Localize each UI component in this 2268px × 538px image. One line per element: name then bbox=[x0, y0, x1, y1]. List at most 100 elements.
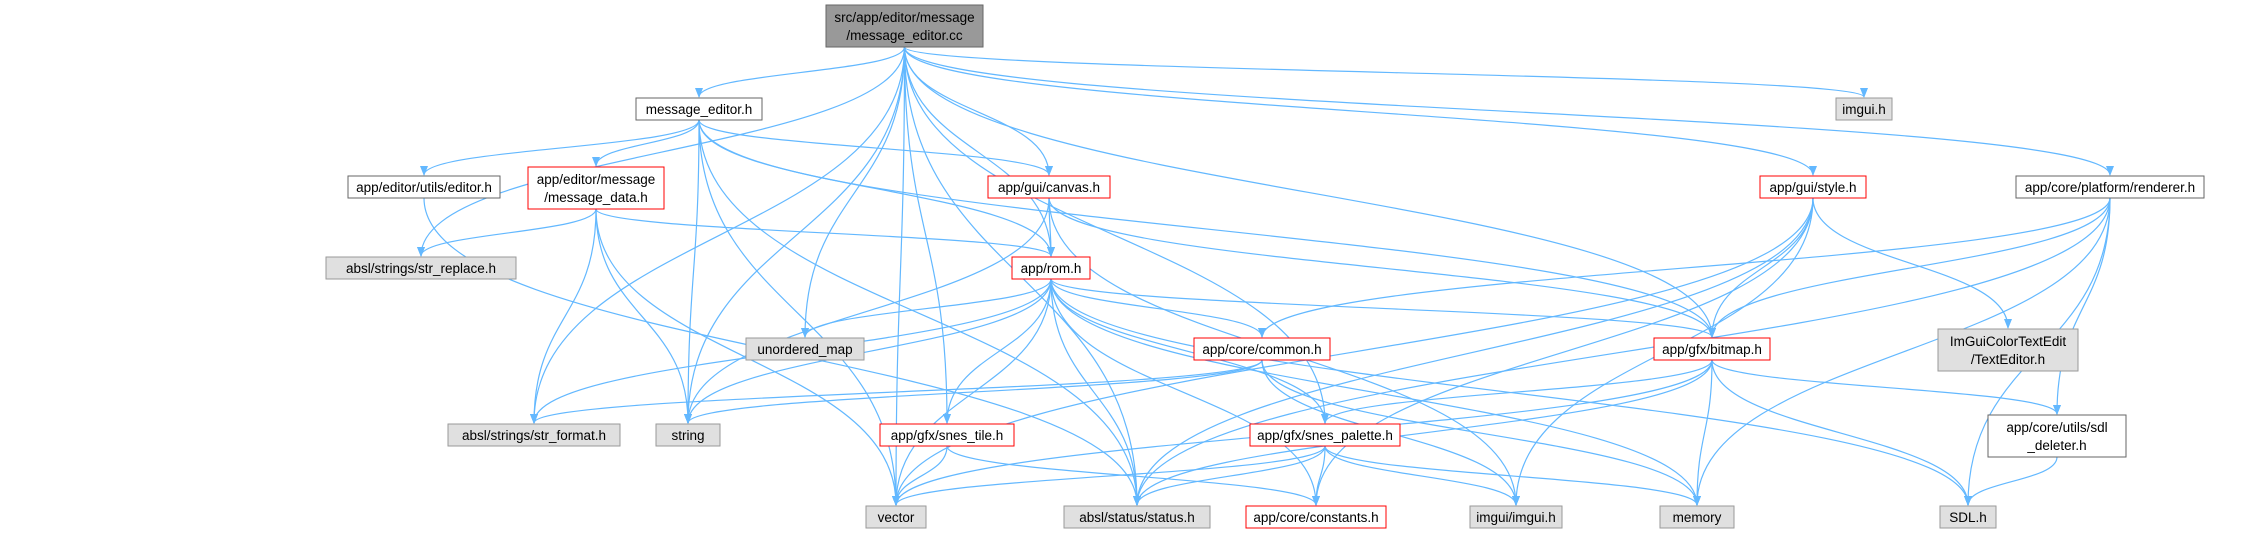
edge-message_editor_cc-to-imgui_h bbox=[903, 46, 1868, 98]
edge-message_editor_h-to-canvas_h bbox=[698, 119, 1053, 176]
node-message-editor-h[interactable]: message_editor.h bbox=[635, 97, 763, 121]
node-box bbox=[655, 423, 721, 447]
node-box bbox=[447, 423, 621, 447]
node-box bbox=[865, 505, 927, 529]
edge-rom_h-to-string bbox=[684, 278, 1052, 424]
edge-canvas_h-to-string bbox=[684, 197, 1050, 424]
edge-rom_h-to-memory bbox=[1050, 278, 1701, 506]
node-sdl-h: SDL.h bbox=[1939, 505, 1997, 529]
edge-snes_palette_h-to-status_h bbox=[1133, 445, 1326, 506]
node-box bbox=[527, 166, 665, 210]
node-label: app/core/constants.h bbox=[1253, 510, 1378, 525]
node-label: app/gfx/snes_tile.h bbox=[891, 428, 1004, 443]
node-box bbox=[2015, 175, 2205, 199]
node-label: vector bbox=[878, 510, 915, 525]
edge-common_h-to-str_format_h bbox=[530, 359, 1263, 424]
edge-message_editor_h-to-string bbox=[684, 119, 700, 424]
node-box bbox=[1063, 505, 1211, 529]
edge-message_editor_cc-to-message_editor_h bbox=[695, 46, 906, 98]
node-box bbox=[1653, 337, 1771, 361]
node-label: app/gui/canvas.h bbox=[998, 180, 1100, 195]
edge-message_editor_cc-to-bitmap_h bbox=[903, 46, 1716, 338]
node-style-h[interactable]: app/gui/style.h bbox=[1759, 175, 1867, 199]
edge-message_data_h-to-str_format_h bbox=[530, 208, 597, 424]
node-box bbox=[1987, 414, 2127, 458]
node-box bbox=[1245, 505, 1387, 529]
edge-renderer_h-to-bitmap_h bbox=[1708, 197, 2111, 338]
node-bitmap-h[interactable]: app/gfx/bitmap.h bbox=[1653, 337, 1771, 361]
edge-snes_palette_h-to-memory bbox=[1324, 445, 1701, 506]
node-label: string bbox=[671, 428, 704, 443]
node-box bbox=[325, 256, 517, 280]
node-str-replace-h: absl/strings/str_replace.h bbox=[325, 256, 517, 280]
node-common-h[interactable]: app/core/common.h bbox=[1193, 337, 1331, 361]
node-label: message_editor.h bbox=[646, 102, 753, 117]
node-label: src/app/editor/message bbox=[834, 10, 974, 25]
node-label: /message_editor.cc bbox=[846, 28, 963, 43]
edge-snes_palette_h-to-constants_h bbox=[1312, 445, 1326, 506]
edge-rom_h-to-unordered_map bbox=[801, 278, 1052, 338]
node-rom-h[interactable]: app/rom.h bbox=[1011, 256, 1091, 280]
edge-rom_h-to-snes_tile_h bbox=[943, 278, 1052, 424]
node-box bbox=[1937, 328, 2079, 372]
node-box bbox=[987, 175, 1111, 199]
edge-message_editor_h-to-message_data_h bbox=[592, 119, 700, 167]
node-label: memory bbox=[1673, 510, 1722, 525]
node-snes-tile-h[interactable]: app/gfx/snes_tile.h bbox=[879, 423, 1015, 447]
node-box bbox=[1469, 505, 1563, 529]
node-label: app/core/utils/sdl bbox=[2006, 420, 2107, 435]
edge-common_h-to-string bbox=[684, 359, 1263, 424]
node-editor-h[interactable]: app/editor/utils/editor.h bbox=[347, 175, 501, 199]
node-str-format-h: absl/strings/str_format.h bbox=[447, 423, 621, 447]
node-box bbox=[635, 97, 763, 121]
edge-message_editor_cc-to-str_format_h bbox=[530, 46, 906, 424]
edge-message_editor_cc-to-vector bbox=[892, 46, 906, 506]
node-label: /TextEditor.h bbox=[1971, 352, 2045, 367]
edge-rom_h-to-bitmap_h bbox=[1050, 278, 1716, 338]
edge-style_h-to-status_h bbox=[1133, 197, 1814, 506]
node-label: app/core/common.h bbox=[1202, 342, 1321, 357]
node-memory: memory bbox=[1659, 505, 1735, 529]
node-box bbox=[1193, 337, 1331, 361]
node-canvas-h[interactable]: app/gui/canvas.h bbox=[987, 175, 1111, 199]
node-box bbox=[1659, 505, 1735, 529]
node-label: SDL.h bbox=[1949, 510, 1987, 525]
edge-message_editor_cc-to-renderer_h bbox=[903, 46, 2114, 176]
node-label: app/editor/utils/editor.h bbox=[356, 180, 492, 195]
node-box bbox=[745, 337, 865, 361]
edge-renderer_h-to-status_h bbox=[1133, 197, 2111, 506]
node-message-data-h[interactable]: app/editor/message/message_data.h bbox=[527, 166, 665, 210]
node-box bbox=[347, 175, 501, 199]
node-snes-palette-h[interactable]: app/gfx/snes_palette.h bbox=[1249, 423, 1401, 447]
edge-style_h-to-texteditor_h bbox=[1812, 197, 2012, 329]
node-label: _deleter.h bbox=[2026, 438, 2086, 453]
edge-renderer_h-to-common_h bbox=[1258, 197, 2111, 338]
edge-rom_h-to-status_h bbox=[1050, 278, 1141, 506]
node-unordered-map: unordered_map bbox=[745, 337, 865, 361]
node-message-editor-cc[interactable]: src/app/editor/message/message_editor.cc bbox=[825, 4, 984, 48]
edge-message_data_h-to-string bbox=[595, 208, 692, 424]
edge-message_editor_h-to-status_h bbox=[698, 119, 1141, 506]
node-box bbox=[1759, 175, 1867, 199]
edge-common_h-to-memory bbox=[1261, 359, 1701, 506]
edge-message_editor_cc-to-snes_tile_h bbox=[903, 46, 951, 424]
edge-message_data_h-to-rom_h bbox=[595, 208, 1055, 257]
edge-bitmap_h-to-sdl_h bbox=[1711, 359, 1972, 506]
edge-bitmap_h-to-status_h bbox=[1133, 359, 1713, 506]
node-status-h: absl/status/status.h bbox=[1063, 505, 1211, 529]
node-sdl-deleter-h[interactable]: app/core/utils/sdl _deleter.h bbox=[1987, 414, 2127, 458]
edge-style_h-to-constants_h bbox=[1312, 197, 1814, 506]
edge-bitmap_h-to-snes_palette_h bbox=[1321, 359, 1713, 424]
node-box bbox=[1835, 97, 1893, 121]
node-string: string bbox=[655, 423, 721, 447]
edge-snes_tile_h-to-constants_h bbox=[946, 445, 1320, 506]
edge-snes_palette_h-to-vector bbox=[892, 445, 1326, 506]
node-imgui-h: imgui.h bbox=[1835, 97, 1893, 121]
edge-renderer_h-to-sdl_deleter_h bbox=[2053, 197, 2111, 415]
node-label: absl/strings/str_format.h bbox=[462, 428, 606, 443]
edge-message_editor_cc-to-str_replace_h bbox=[417, 46, 906, 257]
node-label: app/core/platform/renderer.h bbox=[2025, 180, 2195, 195]
node-renderer-h[interactable]: app/core/platform/renderer.h bbox=[2015, 175, 2205, 199]
node-constants-h[interactable]: app/core/constants.h bbox=[1245, 505, 1387, 529]
edge-bitmap_h-to-sdl_deleter_h bbox=[1711, 359, 2061, 415]
